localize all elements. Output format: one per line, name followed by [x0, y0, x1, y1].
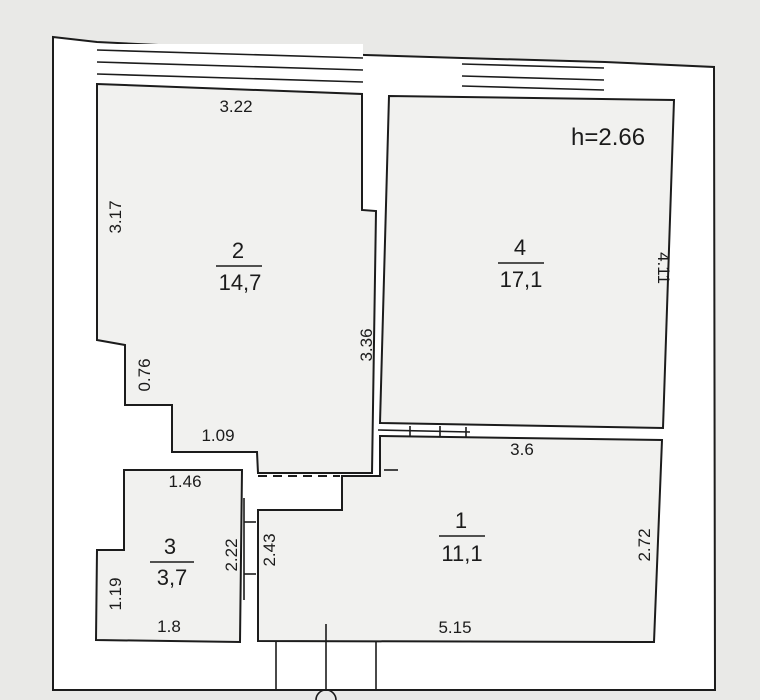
room-3-number: 3 [164, 534, 176, 559]
dimension-222: 2.22 [222, 538, 241, 571]
dimension-411: 4.11 [654, 252, 673, 284]
dimension-243: 2.43 [260, 533, 279, 566]
dimension-109: 1.09 [201, 426, 234, 445]
dimension-36: 3.6 [510, 440, 534, 459]
dimension-515: 5.15 [438, 618, 471, 637]
room-4-area: 17,1 [500, 267, 543, 292]
room-4-number: 4 [514, 235, 526, 260]
entrance-door [275, 624, 377, 700]
room-2 [96, 82, 378, 474]
door-marks [243, 426, 471, 600]
room-3 [94, 469, 244, 644]
dimension-18: 1.8 [157, 617, 181, 636]
room-1 [257, 434, 664, 644]
dimension-076: 0.76 [135, 358, 154, 391]
room-3-area: 3,7 [157, 565, 188, 590]
dimension-119: 1.19 [106, 577, 125, 610]
dimension-272: 2.72 [635, 528, 654, 561]
room-1-area: 11,1 [441, 541, 482, 566]
dimension-336: 3.36 [357, 328, 376, 361]
room-2-number: 2 [232, 238, 244, 263]
dimension-146: 1.46 [168, 472, 201, 491]
room-4 [378, 94, 676, 430]
window-top-right [461, 63, 605, 91]
height-label: h=2.66 [571, 124, 645, 151]
dimension-317: 3.17 [106, 200, 125, 233]
room-1-number: 1 [455, 508, 467, 533]
dimension-322: 3.22 [219, 97, 252, 116]
room-2-area: 14,7 [219, 270, 262, 295]
